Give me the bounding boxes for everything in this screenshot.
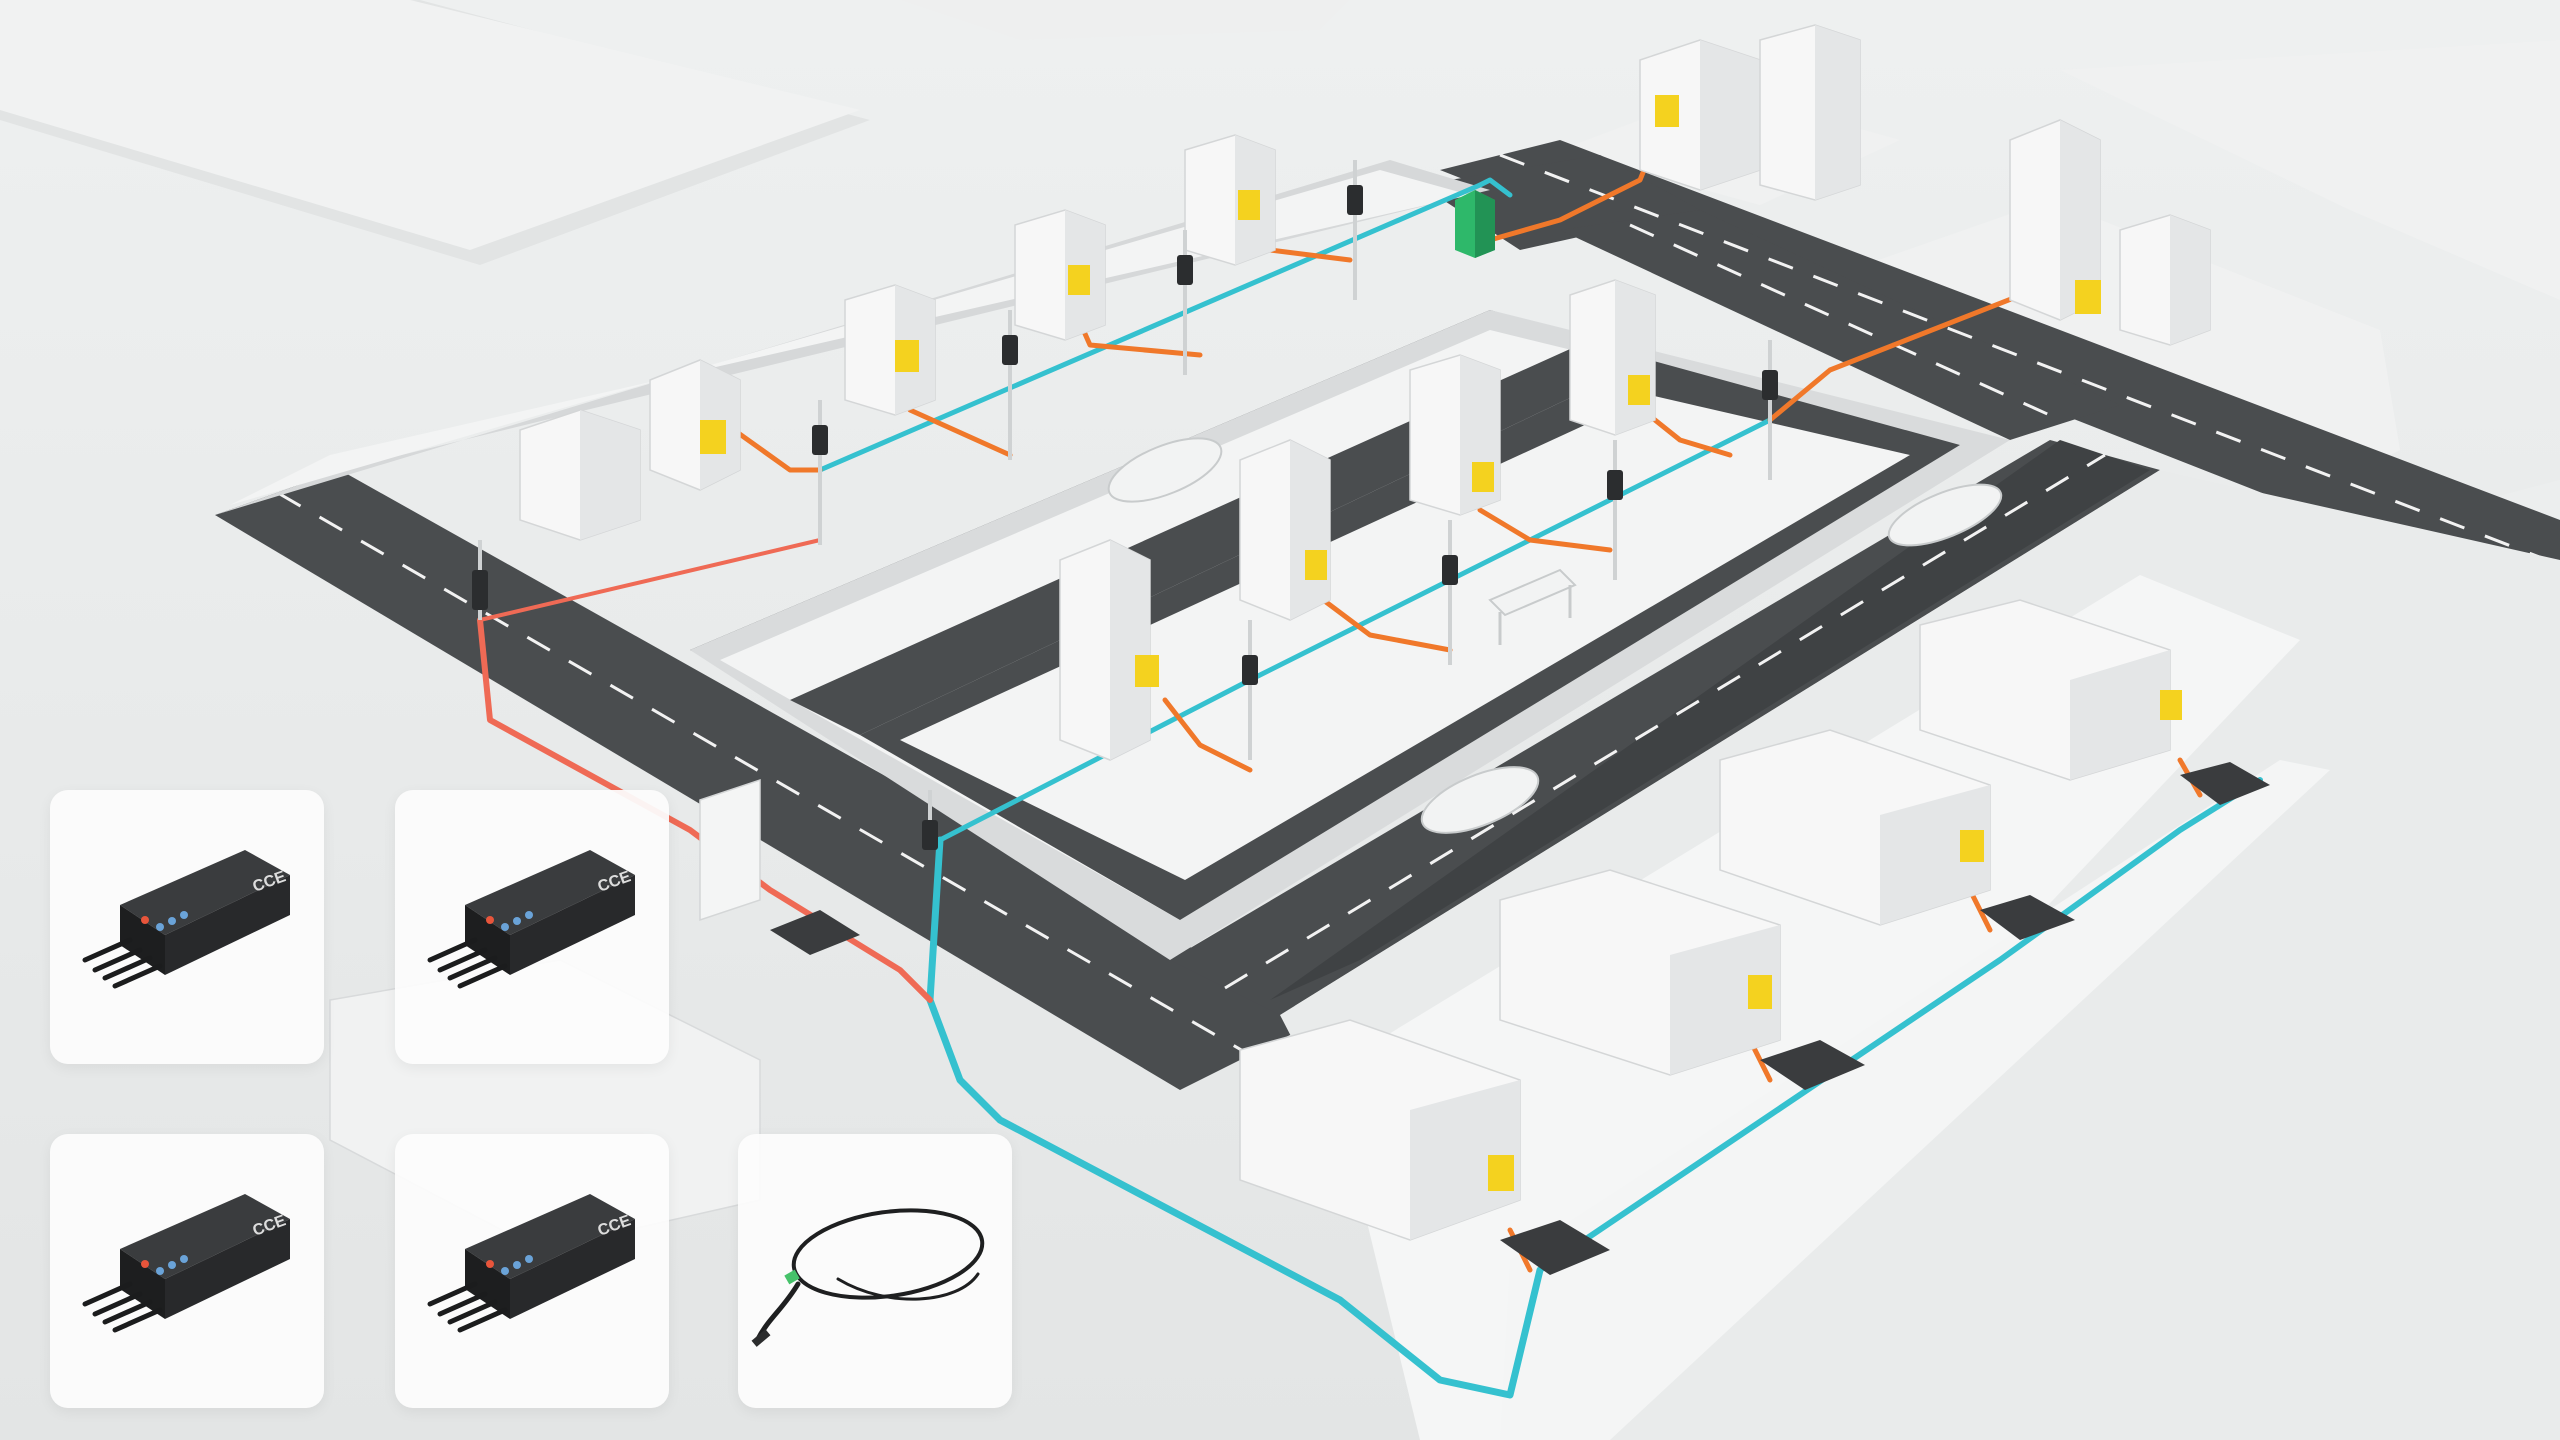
upper-row-buildings xyxy=(519,134,1276,541)
building-icon xyxy=(1239,1019,1521,1241)
enclosure-icon xyxy=(2160,690,2182,720)
enclosure-icon xyxy=(1135,655,1159,687)
building-icon xyxy=(2119,214,2211,346)
building-icon xyxy=(1409,354,1501,516)
car-icon xyxy=(1887,483,2003,547)
building-icon xyxy=(1719,729,1991,926)
enclosure-icon xyxy=(1488,1155,1514,1191)
building-icon xyxy=(1014,209,1106,341)
connector-icon: CCE xyxy=(427,1194,635,1333)
enclosure-icon xyxy=(1628,375,1650,405)
building-icon xyxy=(1639,39,1761,191)
building-icon xyxy=(1184,134,1276,266)
connector-icon: CCE xyxy=(427,850,635,989)
connector-icon: CCE xyxy=(82,850,290,989)
enclosure-icon xyxy=(1748,975,1772,1009)
enclosure-icon xyxy=(1472,462,1494,492)
car-icon xyxy=(1107,437,1223,503)
top-right-buildings xyxy=(1639,24,2211,346)
handholes xyxy=(770,762,2270,1275)
middle-row-buildings xyxy=(1059,279,1656,761)
bench-icon xyxy=(1488,568,1577,645)
handhole-icon xyxy=(2180,762,2270,805)
handhole-icon xyxy=(1980,895,2075,940)
lower-row-buildings xyxy=(1239,599,2182,1241)
handhole-icon xyxy=(1760,1040,1865,1090)
enclosure-icon xyxy=(1960,830,1984,862)
enclosure-icon xyxy=(1068,265,1090,295)
fiber-line-lower xyxy=(926,836,1544,1399)
connector-module-card-3[interactable]: CCE xyxy=(50,1134,324,1408)
enclosure-icon xyxy=(895,340,919,372)
building-icon xyxy=(1569,279,1656,436)
building-icon xyxy=(844,284,936,416)
fiber-line-upper xyxy=(817,182,1483,473)
connector-module-card-4[interactable]: CCE xyxy=(395,1134,669,1408)
building-icon xyxy=(2009,119,2101,321)
connector-module-card-1[interactable]: CCE xyxy=(50,790,324,1064)
fiber-line-middle xyxy=(1247,417,1773,683)
connector-module-card-2[interactable]: CCE xyxy=(395,790,669,1064)
building-icon xyxy=(1059,539,1159,761)
handhole-icon xyxy=(770,910,860,955)
building-icon xyxy=(1759,24,1861,201)
enclosure-icon xyxy=(1305,550,1327,580)
cabinet-icon xyxy=(1455,190,1495,258)
connector-icon: CCE xyxy=(82,1194,290,1333)
enclosure-icon xyxy=(2075,280,2101,314)
vehicles xyxy=(1107,437,2003,834)
enclosure-icon xyxy=(700,420,726,454)
building-icon xyxy=(519,409,641,541)
enclosure-icon xyxy=(1238,190,1260,220)
building-icon xyxy=(1499,869,1781,1076)
fiber-patch-cable-card[interactable] xyxy=(738,1134,1012,1408)
building-icon xyxy=(649,359,741,491)
streetlight-heads xyxy=(472,185,1778,850)
building-icon xyxy=(1239,439,1331,621)
building-icon xyxy=(1919,599,2182,781)
car-icon xyxy=(1420,766,1540,834)
handhole-icon xyxy=(1500,1220,1610,1275)
cable-icon xyxy=(751,1208,985,1347)
enclosure-icon xyxy=(1655,95,1679,127)
